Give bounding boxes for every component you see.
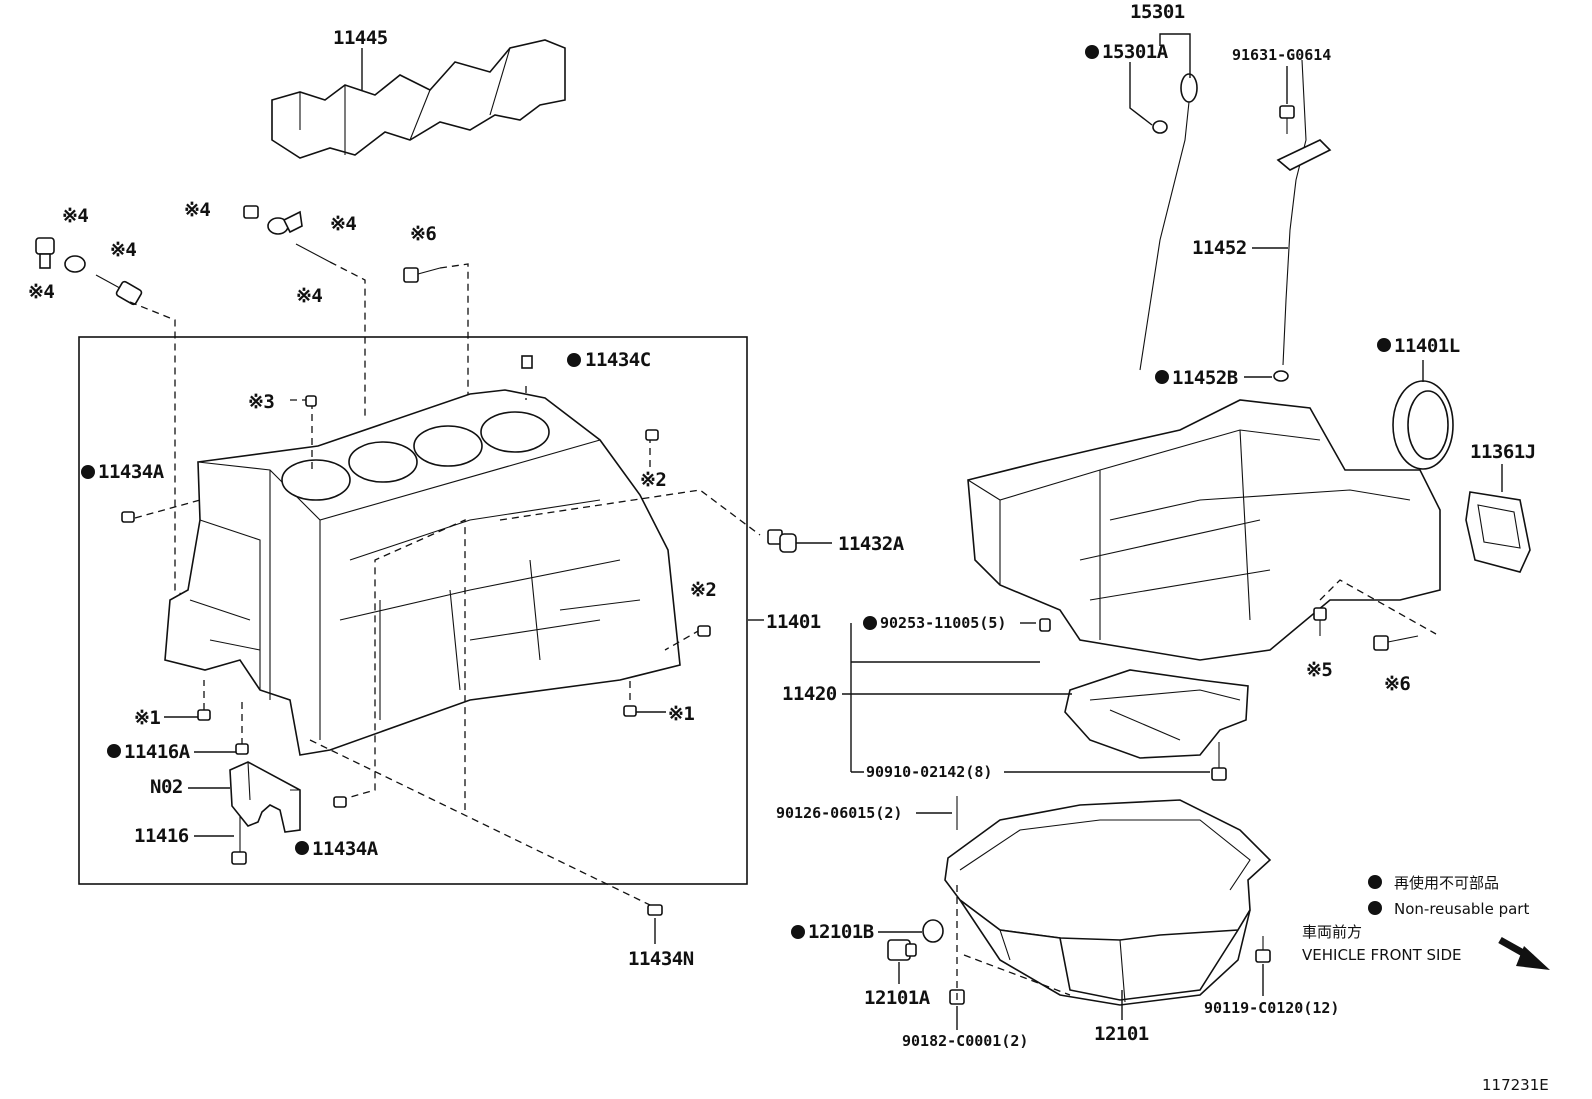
front-label-en: VEHICLE FRONT SIDE [1302, 946, 1462, 964]
stud-bolt-icon[interactable] [295, 243, 331, 263]
ref-note: ※6 [1384, 673, 1410, 695]
ref-note: ※5 [1306, 659, 1332, 681]
ref-note: ※2 [640, 469, 666, 491]
label-12101B[interactable]: 12101B [808, 921, 874, 943]
bolt-90910-icon[interactable] [1211, 742, 1227, 781]
dowel-pin-icon[interactable] [235, 743, 249, 755]
bolt-11416-icon[interactable] [231, 816, 247, 865]
label-11434N[interactable]: 11434N [628, 948, 694, 970]
label-90182[interactable]: 90182-C0001(2) [902, 1032, 1028, 1050]
ref-note: ※2 [690, 579, 716, 601]
part-11452-guide[interactable] [1276, 59, 1332, 366]
label-11416A[interactable]: 11416A [124, 741, 191, 763]
bolt-5-icon[interactable] [1313, 607, 1327, 636]
dowel-pin-icon[interactable] [647, 904, 663, 916]
ref-note: ※4 [110, 239, 136, 261]
ref-note: ※4 [296, 285, 322, 307]
bolt-6-icon[interactable] [1373, 635, 1419, 651]
label-11432A[interactable]: 11432A [838, 533, 905, 555]
legend-jp: 再使用不可部品 [1394, 874, 1499, 892]
plug-11432A-icon[interactable] [767, 529, 797, 553]
part-11420-baffle[interactable] [1064, 669, 1249, 759]
label-11445[interactable]: 11445 [333, 27, 388, 49]
label-N02[interactable]: N02 [150, 776, 183, 798]
dowel-pin-icon[interactable] [121, 511, 135, 523]
bearing-cap-N02[interactable] [229, 761, 301, 833]
ref-note: ※3 [248, 391, 274, 413]
legend-en: Non-reusable part [1394, 900, 1529, 918]
nut-icon[interactable] [243, 205, 259, 219]
ref-note: ※1 [134, 707, 160, 729]
part-11401L-oil-seal[interactable] [1392, 380, 1454, 470]
bolt-91631-icon[interactable] [1279, 105, 1295, 134]
ref-note: ※4 [28, 281, 54, 303]
o-ring-icon[interactable] [1152, 120, 1168, 134]
ref-note: ※4 [62, 205, 88, 227]
legend-dot-icon [1368, 875, 1382, 889]
label-15301[interactable]: 15301 [1130, 1, 1185, 23]
front-label-jp: 車両前方 [1302, 923, 1362, 941]
drain-plug-12101A-icon[interactable] [887, 939, 917, 961]
part-11401-cylinder-block[interactable] [164, 389, 681, 756]
label-11434C[interactable]: 11434C [585, 349, 651, 371]
part-11420-stiffening-crankcase[interactable] [967, 399, 1441, 661]
label-12101[interactable]: 12101 [1094, 1023, 1149, 1045]
label-11452B[interactable]: 11452B [1172, 367, 1238, 389]
label-90910[interactable]: 90910-02142(8) [866, 763, 992, 781]
dowel-pin-icon[interactable] [1039, 618, 1051, 632]
dowel-pin-icon[interactable] [333, 796, 347, 808]
ref-note: ※1 [668, 703, 694, 725]
part-11361J-gasket[interactable] [1465, 491, 1531, 573]
label-11420[interactable]: 11420 [782, 683, 837, 705]
bolt-6-icon[interactable] [403, 267, 441, 283]
label-11434A[interactable]: 11434A [312, 838, 379, 860]
label-11416[interactable]: 11416 [134, 825, 189, 847]
ref-note: ※4 [184, 199, 210, 221]
bracket-icon[interactable] [267, 210, 303, 235]
label-11452[interactable]: 11452 [1192, 237, 1247, 259]
front-arrow-icon [1498, 936, 1550, 970]
sensor-stud-icon[interactable] [95, 274, 143, 306]
bolt-90119-icon[interactable] [1255, 936, 1271, 963]
gasket-12101B-icon[interactable] [922, 919, 944, 943]
part-12101-oil-pan[interactable] [944, 799, 1272, 1006]
ref-note: ※6 [410, 223, 436, 245]
label-11434A[interactable]: 11434A [98, 461, 165, 483]
label-90253[interactable]: 90253-11005(5) [880, 614, 1006, 632]
dowel-pin-icon[interactable] [197, 709, 211, 721]
ref-note: ※4 [330, 213, 356, 235]
block-group-frame [78, 336, 748, 885]
part-15301-dipstick[interactable] [1139, 73, 1198, 371]
label-12101A[interactable]: 12101A [864, 987, 931, 1009]
figure-id: 117231E [1482, 1076, 1549, 1094]
label-11401L[interactable]: 11401L [1394, 335, 1460, 357]
label-11401[interactable]: 11401 [766, 611, 821, 633]
dowel-pin-icon[interactable] [521, 355, 533, 369]
dowel-pin-icon[interactable] [305, 395, 317, 407]
label-15301A[interactable]: 15301A [1102, 41, 1169, 63]
washer-icon[interactable] [64, 255, 86, 273]
legend-dot-icon [1368, 901, 1382, 915]
label-11361J[interactable]: 11361J [1470, 441, 1536, 463]
dowel-pin-icon[interactable] [645, 429, 659, 441]
label-90119[interactable]: 90119-C0120(12) [1204, 999, 1339, 1017]
bolt-icon[interactable] [35, 237, 55, 269]
label-91631[interactable]: 91631-G0614 [1232, 46, 1331, 64]
label-90126[interactable]: 90126-06015(2) [776, 804, 902, 822]
part-11445-insulator[interactable] [271, 39, 566, 159]
o-ring-icon[interactable] [1273, 370, 1289, 382]
dowel-pin-icon[interactable] [697, 625, 711, 637]
dowel-pin-icon[interactable] [623, 705, 637, 717]
